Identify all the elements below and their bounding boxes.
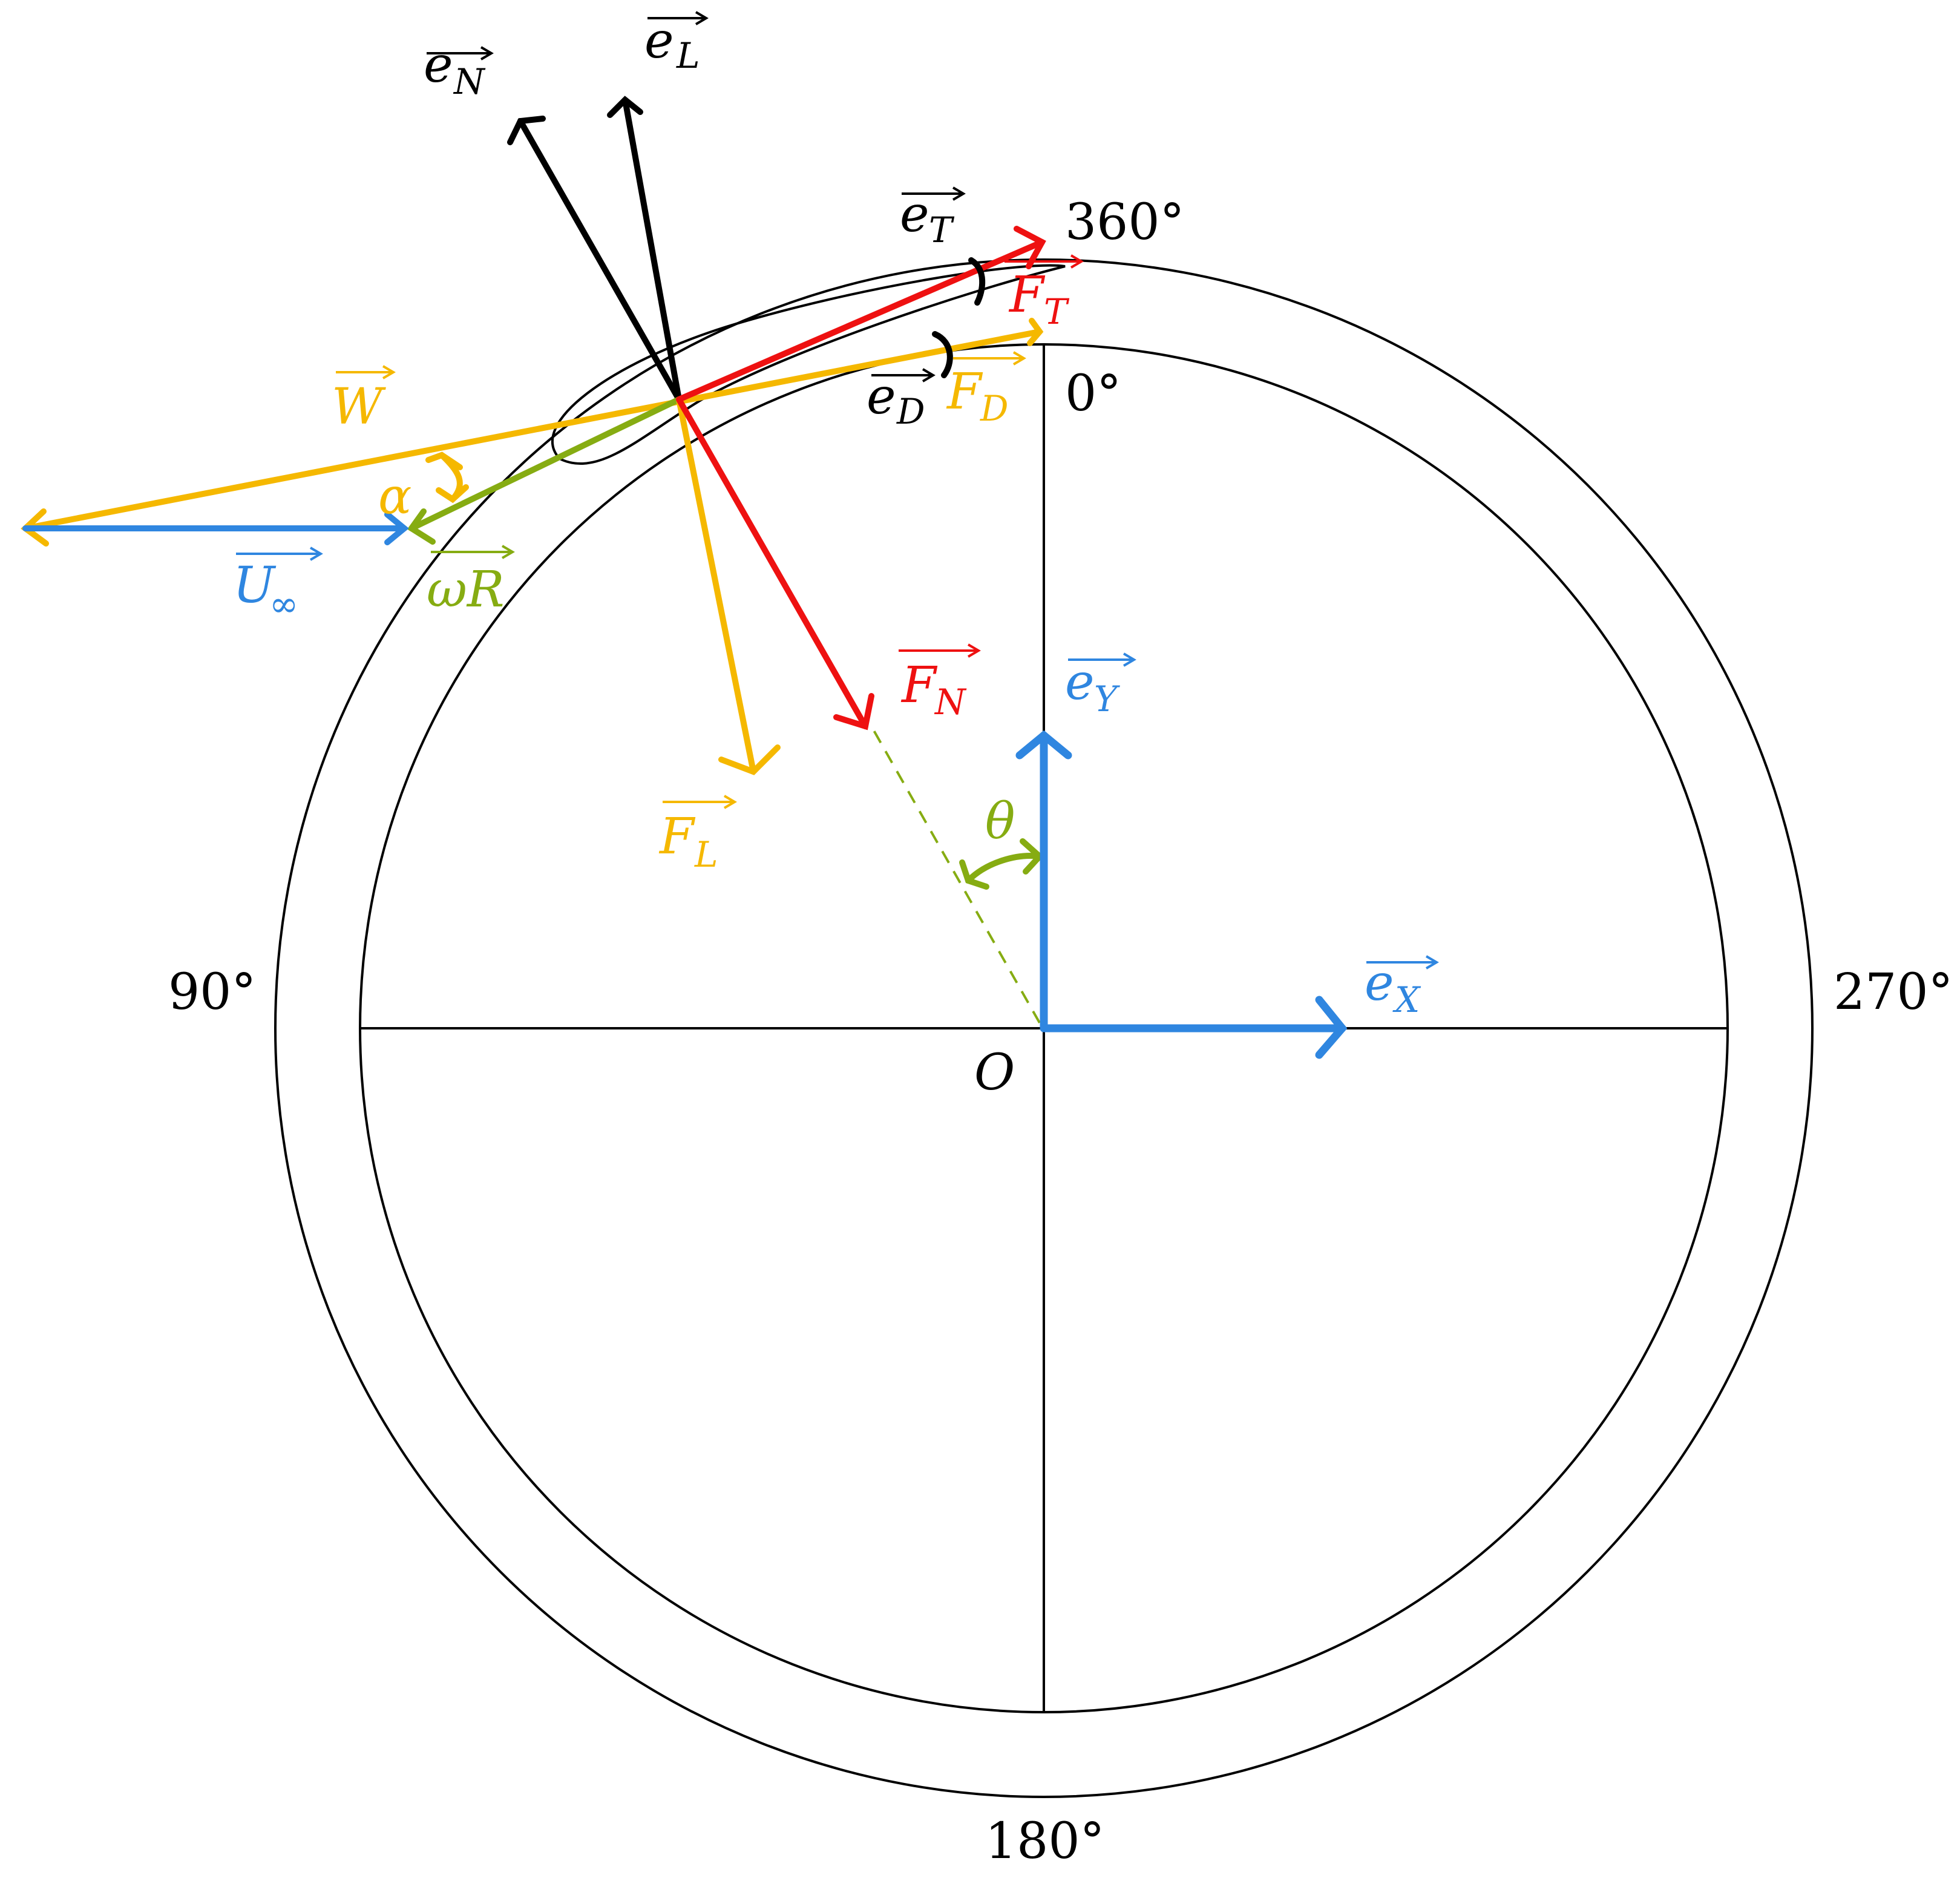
- W-label: W: [332, 365, 396, 436]
- eD-arc-marker: [932, 331, 953, 378]
- eY-vector: [1015, 730, 1072, 1033]
- svg-text:U: U: [233, 557, 277, 614]
- svg-text:F: F: [658, 808, 696, 865]
- angle-label-90: 90°: [168, 964, 256, 1021]
- eL-vector: [607, 96, 682, 402]
- svg-text:D: D: [980, 388, 1009, 429]
- angle-label-360: 360°: [1065, 194, 1185, 251]
- svg-text:L: L: [676, 35, 700, 76]
- FL-vector: [676, 396, 781, 775]
- eY-label: e Y: [1065, 652, 1136, 720]
- svg-text:e: e: [867, 368, 896, 425]
- svg-text:X: X: [1392, 979, 1421, 1020]
- alpha-arrowhead-bottom: [436, 484, 469, 504]
- eX-label: e X: [1365, 954, 1439, 1020]
- svg-text:Y: Y: [1094, 678, 1120, 720]
- angle-label-270: 270°: [1834, 964, 1953, 1021]
- FN-label: F N: [899, 643, 981, 723]
- svg-text:W: W: [332, 378, 386, 436]
- Uinf-vector: [22, 511, 409, 545]
- FT-vector: [676, 226, 1046, 402]
- eT-label: e T: [900, 186, 966, 251]
- eN-vector: [507, 116, 682, 402]
- svg-text:N: N: [934, 681, 967, 723]
- eX-vector: [1040, 996, 1348, 1059]
- svg-text:e: e: [1065, 654, 1095, 711]
- svg-text:L: L: [694, 834, 718, 875]
- FL-label: F L: [658, 795, 737, 875]
- svg-text:T: T: [1044, 291, 1070, 332]
- svg-text:e: e: [644, 12, 674, 70]
- svg-text:e: e: [1365, 954, 1394, 1012]
- svg-text:e: e: [424, 36, 453, 94]
- angle-label-180: 180°: [985, 1813, 1105, 1870]
- theta-arrowhead-right: [1020, 838, 1044, 875]
- eN-label: e N: [424, 36, 494, 102]
- angle-label-0: 0°: [1065, 365, 1121, 422]
- omegaR-label: ωR: [427, 545, 515, 619]
- eT-arc-marker: [968, 257, 986, 306]
- FN-vector: [676, 396, 874, 731]
- svg-text:F: F: [900, 657, 938, 714]
- Uinf-label: U ∞: [233, 547, 323, 625]
- svg-text:F: F: [1008, 266, 1046, 324]
- alpha-arrowhead-top: [425, 451, 463, 470]
- svg-text:D: D: [896, 391, 925, 432]
- svg-text:N: N: [453, 61, 486, 102]
- theta-arrowhead-left: [959, 859, 989, 890]
- svg-text:T: T: [929, 209, 955, 251]
- svg-text:∞: ∞: [269, 583, 298, 625]
- FD-vector: [1027, 318, 1044, 346]
- alpha-label: α: [378, 468, 411, 525]
- omegaR-vector: [407, 396, 682, 545]
- W-vector: [21, 329, 1043, 547]
- eL-label: e L: [644, 11, 709, 76]
- theta-reference-line: [870, 726, 1041, 1023]
- FT-label: F T: [1005, 254, 1084, 332]
- eD-label: e D: [867, 368, 936, 432]
- svg-text:F: F: [946, 363, 983, 421]
- theta-arc: [965, 853, 1043, 884]
- outer-circle: [274, 258, 1814, 1798]
- origin-label: O: [974, 1044, 1015, 1102]
- FD-label: F D: [946, 351, 1026, 429]
- svg-text:ωR: ωR: [427, 561, 505, 619]
- theta-label: θ: [985, 793, 1015, 850]
- svg-text:e: e: [900, 186, 929, 243]
- blade-outline: [551, 264, 1066, 465]
